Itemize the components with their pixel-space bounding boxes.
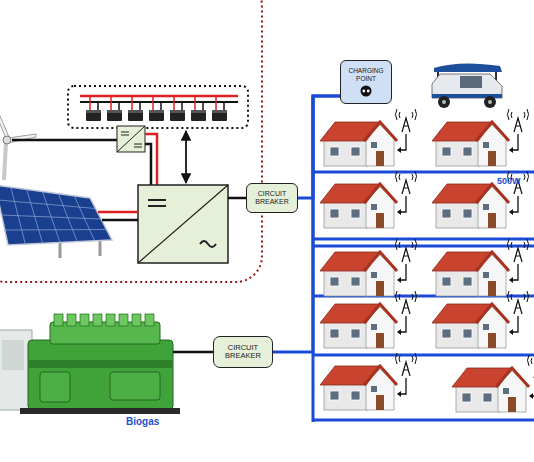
arrow-head [397,147,401,153]
arrow-head [509,329,513,335]
antenna-icon [508,109,529,132]
house-icon [320,239,417,296]
converter-symbol [117,126,145,152]
antenna-icon [528,355,534,378]
inverter-wire [228,197,246,200]
node-text: CIRCUIT BREAKER [223,344,263,361]
antenna-icon [396,239,417,262]
antenna-icon [508,239,529,262]
circuit-breaker-box: CIRCUIT BREAKER [213,336,273,368]
battery-inverter-arrow [185,131,187,183]
battery-cell [191,96,206,121]
battery-cell [170,96,185,121]
arrow-head [509,209,513,215]
biogas-generator [0,314,180,414]
dc-wire-black [145,144,151,185]
solar-wire-red [98,211,138,214]
antenna-icon [508,291,529,314]
antenna-icon [396,291,417,314]
house-icon [452,355,534,412]
house-icon [432,291,529,348]
wind-turbine [0,109,36,180]
arrow-head [397,209,401,215]
solar-panel [0,185,112,258]
house-icon [320,109,417,166]
battery-red-bus [80,95,238,98]
bus-connector [298,96,340,198]
house-icon [432,171,529,228]
circuit-breaker-box: CIRCUIT BREAKER [246,183,298,213]
charging-point-box: CHARGING POINT [340,60,392,104]
source-label: Biogas [126,416,159,427]
house-icon [320,291,417,348]
battery-cell [128,96,143,121]
solar-wire-black [102,219,138,222]
antenna-icon [396,353,417,376]
arrow-head [509,277,513,283]
dc-wire-red [145,134,157,185]
house-icon [320,171,417,228]
house-icon [432,239,529,296]
battery-cell [212,96,227,121]
distribution-bus [313,96,534,422]
node-text: CIRCUIT BREAKER [252,190,292,205]
arrow-head [397,329,401,335]
inverter-symbol [138,185,228,263]
arrow-head [529,393,533,399]
house-icon [432,109,529,166]
battery-cell [149,96,164,121]
node-text: CHARGING POINT [346,67,386,81]
antenna-icon [396,171,417,194]
antenna-icon [396,109,417,132]
arrow-head [509,147,513,153]
plug-icon [359,85,373,97]
battery-black-bus [80,101,238,103]
generator-wire [173,351,213,354]
battery-cell [107,96,122,121]
wind-wire [12,139,117,142]
bus-connector [273,96,340,352]
arrow-head [397,277,401,283]
battery-cell [86,96,101,121]
power-label: 500W [497,176,521,186]
battery-bank-outline [68,86,248,128]
e-rickshaw [432,63,502,108]
arrow-head [397,391,401,397]
house-icon [320,353,417,410]
renewable-region [0,0,262,282]
